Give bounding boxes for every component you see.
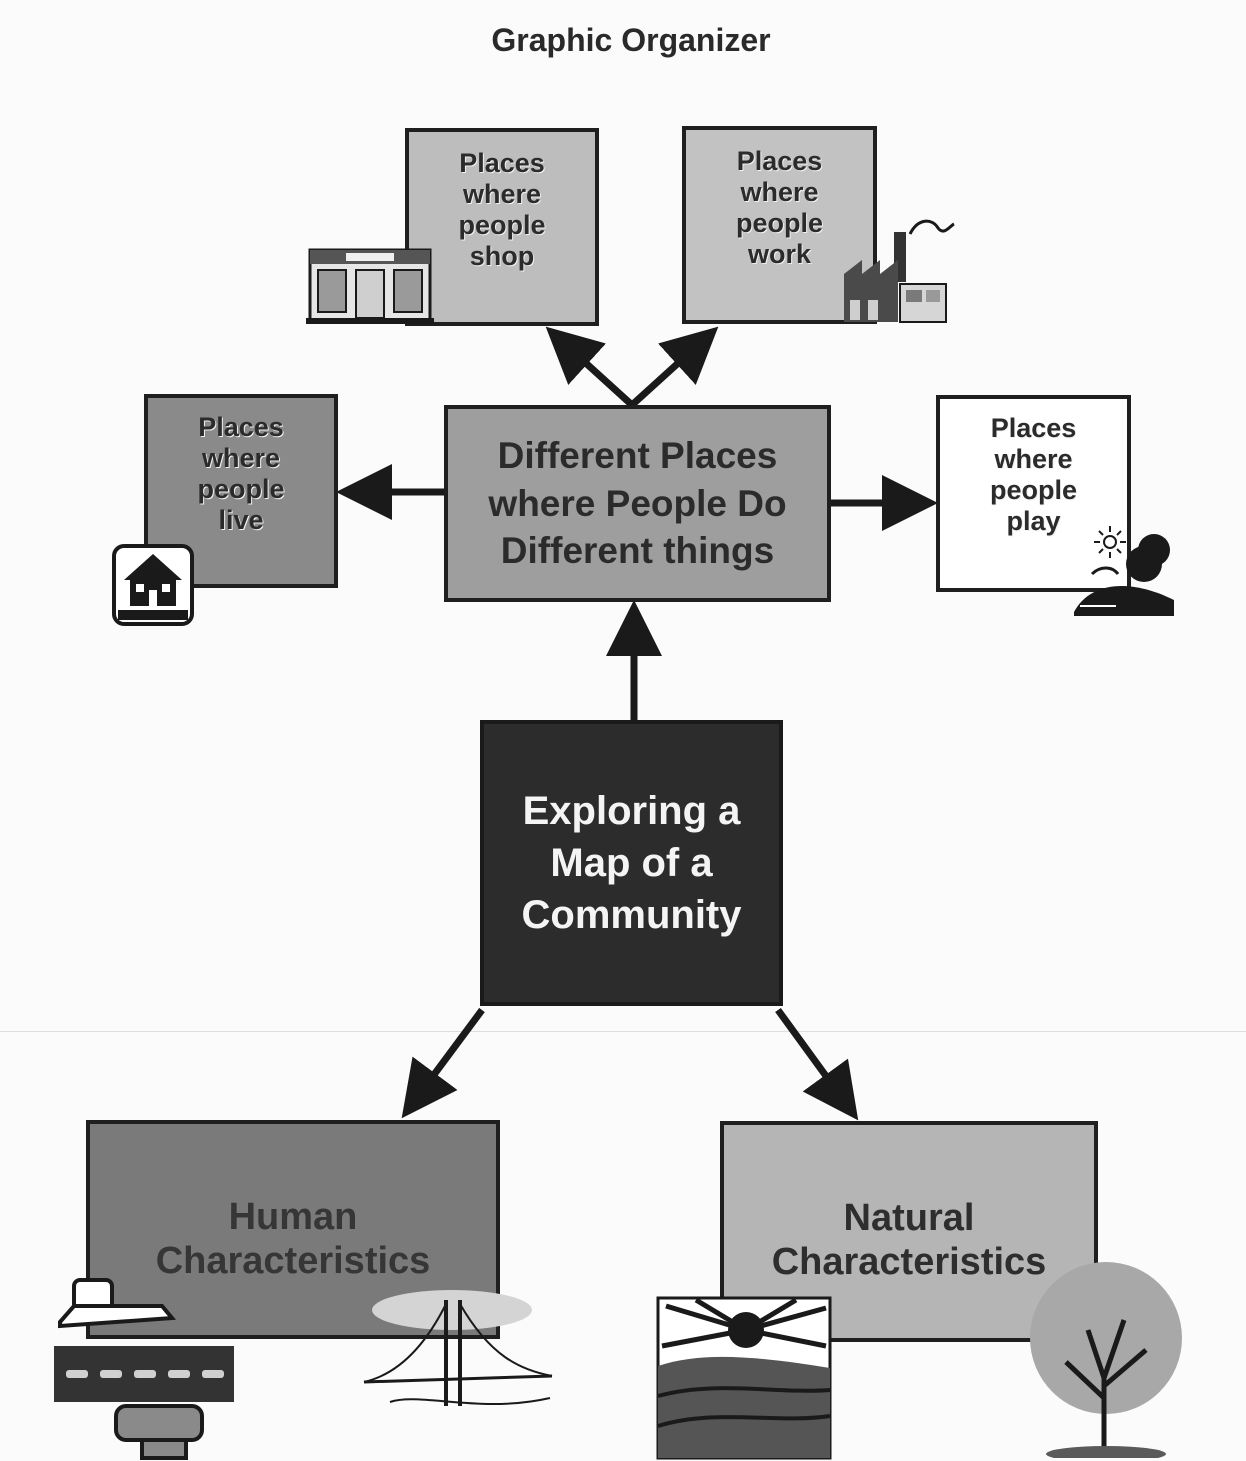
arrow-to-human (401, 1007, 485, 1119)
node-places-play: Places where people play (936, 395, 1131, 592)
storefront-icon (306, 248, 434, 324)
house-icon (112, 544, 194, 626)
road-vehicles-icon (54, 1278, 234, 1460)
park-icon (1074, 526, 1174, 616)
node-different-places: Different Places where People Do Differe… (444, 405, 831, 602)
arrow-to-natural (775, 1007, 859, 1121)
node-exploring-map: Exploring a Map of a Community (480, 720, 783, 1006)
page-title: Graphic Organizer (491, 22, 771, 58)
bridge-icon (363, 1290, 553, 1406)
sunrise-hills-icon (656, 1296, 832, 1460)
arrow-to-shop (545, 326, 635, 408)
page-fold-line (0, 1031, 1246, 1032)
arrow-to-work (629, 326, 719, 408)
node-natural-characteristics: Natural Characteristics (720, 1121, 1098, 1342)
node-places-shop: Places where people shop (405, 128, 599, 326)
factory-icon (844, 219, 955, 323)
tree-icon (1030, 1262, 1182, 1458)
